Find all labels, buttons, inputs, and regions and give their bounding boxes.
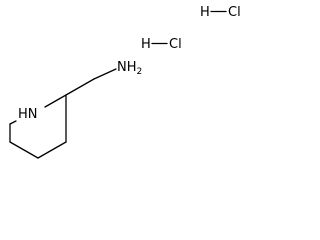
ring-bond-c3-c4: [37, 141, 67, 159]
hcl-1-hydrogen: H: [200, 5, 210, 20]
side-chain-bond-ch2-n: [93, 68, 117, 80]
ring-bond-n-c2: [44, 94, 67, 108]
amine-hydrogen: H: [127, 60, 137, 75]
amine-h-count: 2: [137, 67, 143, 77]
ring-bond-c6-n: [9, 120, 17, 125]
structure-diagram: H Cl H Cl HN NH2: [9, 5, 241, 159]
amine-label: NH2: [117, 60, 142, 77]
hcl-2-chlorine: Cl: [169, 37, 182, 52]
ring-bond-c4-c5: [9, 141, 39, 159]
ring-nitrogen-label: HN: [18, 107, 38, 122]
side-chain-bond-c2-ch2: [65, 78, 95, 96]
hcl-2-hydrogen: H: [141, 37, 151, 52]
amine-nitrogen: N: [117, 60, 127, 75]
hcl-1-chlorine: Cl: [228, 5, 241, 20]
